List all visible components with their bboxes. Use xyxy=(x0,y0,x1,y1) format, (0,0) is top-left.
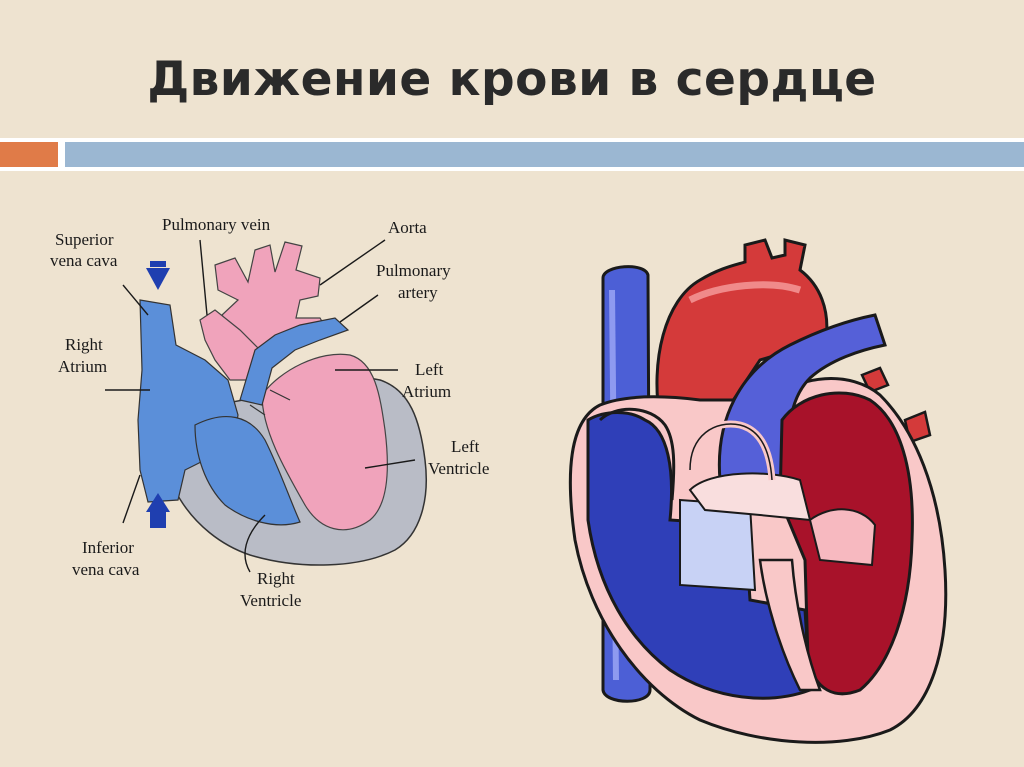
arrow-up-icon xyxy=(146,493,170,528)
label-left-atrium-1: Left xyxy=(415,360,444,379)
arrow-down-icon xyxy=(146,261,170,290)
label-right-atrium-2: Atrium xyxy=(58,357,107,376)
label-pulmonary-artery-1: Pulmonary xyxy=(376,261,451,280)
mitral-region xyxy=(808,508,877,567)
labeled-heart-diagram: Superior vena cava Pulmonary vein Aorta … xyxy=(50,215,489,610)
leader-lines xyxy=(105,239,416,573)
accent-bar-blue xyxy=(65,142,1024,167)
divider-bottom xyxy=(0,167,1024,171)
label-left-ventricle-2: Ventricle xyxy=(428,459,489,478)
label-superior-vena-cava-1: Superior xyxy=(55,230,114,249)
label-left-atrium-2: Atrium xyxy=(402,382,451,401)
label-inferior-vena-cava-1: Inferior xyxy=(82,538,134,557)
septum-shape xyxy=(758,558,822,692)
label-left-ventricle-1: Left xyxy=(451,437,480,456)
cross-section-heart-diagram xyxy=(568,238,948,744)
atrium-outline xyxy=(598,407,676,501)
title-area: Движение крови в сердце xyxy=(0,0,1024,138)
slide-title: Движение крови в сердце xyxy=(147,52,877,107)
left-ventricle-shape xyxy=(261,353,388,531)
label-right-ventricle-2: Ventricle xyxy=(240,591,301,610)
label-aorta: Aorta xyxy=(388,218,427,237)
label-superior-vena-cava-2: vena cava xyxy=(50,251,118,270)
right-ventricle-shape xyxy=(194,416,301,526)
label-right-atrium-1: Right xyxy=(65,335,103,354)
aorta-highlight xyxy=(688,281,802,304)
label-inferior-vena-cava-2: vena cava xyxy=(72,560,140,579)
valve-lines xyxy=(249,389,291,416)
label-right-ventricle-1: Right xyxy=(257,569,295,588)
pulmonary-artery-shape xyxy=(239,317,350,406)
label-pulmonary-artery-2: artery xyxy=(398,283,438,302)
accent-bar-orange xyxy=(0,142,58,167)
accent-bar-gap xyxy=(58,142,65,167)
inner-arch-outline xyxy=(689,423,773,481)
valve-region xyxy=(688,472,812,522)
divider-top xyxy=(0,138,1024,142)
label-pulmonary-vein: Pulmonary vein xyxy=(162,215,271,234)
